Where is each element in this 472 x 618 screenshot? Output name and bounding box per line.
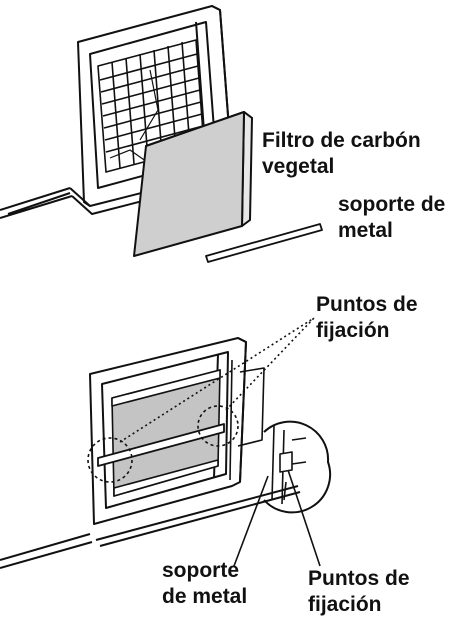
- label-fixation-points-top-line2: fijación: [316, 319, 390, 342]
- top-rail: [0, 187, 73, 219]
- label-metal-bracket-bottom: soporte de metal: [162, 558, 247, 610]
- label-metal-bracket-top-line1: soporte de: [338, 193, 446, 216]
- label-carbon-filter: Filtro de carbón vegetal: [262, 128, 421, 180]
- label-carbon-filter-line2: vegetal: [262, 155, 335, 178]
- carbon-filter: [133, 111, 253, 257]
- bottom-illustration: [0, 317, 332, 569]
- pointer-bracket: [233, 475, 269, 567]
- fixation-point-left: [87, 437, 133, 483]
- label-metal-bracket-top: soporte de metal: [338, 192, 445, 244]
- label-metal-bracket-bottom-line2: de metal: [162, 585, 248, 608]
- top-grille: [97, 39, 205, 173]
- label-metal-bracket-top-line2: metal: [338, 219, 393, 242]
- fixation-point-right: [197, 405, 239, 447]
- pointer-points: [287, 469, 321, 567]
- bottom-rail: [0, 485, 301, 569]
- leader-dotted-1: [119, 317, 315, 443]
- label-fixation-points-top: Puntos de fijación: [316, 292, 418, 344]
- carbon-filter-face: [133, 111, 245, 257]
- label-metal-bracket-bottom-line1: soporte: [162, 559, 240, 582]
- label-fixation-points-bottom-line2: fijación: [308, 593, 382, 616]
- top-illustration: [0, 5, 323, 263]
- label-fixation-points-top-line1: Puntos de: [316, 293, 418, 316]
- side-channel: [229, 359, 265, 481]
- bottom-frame-inner: [101, 351, 229, 509]
- leader-dotted-2: [225, 317, 315, 411]
- label-fixation-points-bottom: Puntos de fijación: [308, 566, 410, 618]
- metal-bracket-top: [205, 223, 323, 263]
- zoom-circle: [263, 420, 332, 514]
- bottom-filter-top-band: [111, 369, 221, 407]
- label-carbon-filter-line1: Filtro de carbón: [262, 129, 421, 152]
- label-fixation-points-bottom-line1: Puntos de: [308, 567, 410, 590]
- bottom-filter-bottom-band: [113, 459, 219, 497]
- metal-bracket-bottom: [97, 423, 225, 467]
- zoom-detail: [271, 425, 307, 505]
